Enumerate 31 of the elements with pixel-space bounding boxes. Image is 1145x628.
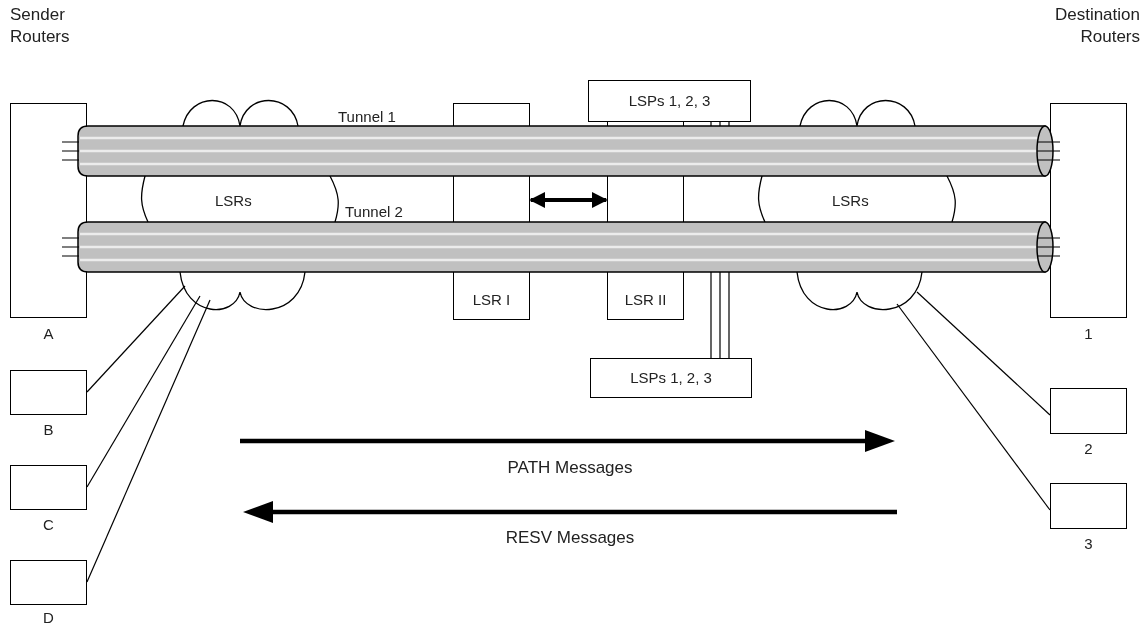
router-label: 1 xyxy=(1083,325,1094,342)
message-label: PATH Messages xyxy=(506,457,634,479)
router-label: 3 xyxy=(1083,535,1094,552)
message-label: RESV Messages xyxy=(504,527,636,549)
connector-line xyxy=(86,285,186,393)
connector-line xyxy=(86,299,211,583)
connector-line xyxy=(86,295,201,488)
cloud-label: LSRs xyxy=(215,192,252,209)
router-label: 2 xyxy=(1083,440,1094,457)
router-label: D xyxy=(42,609,55,626)
router-label: B xyxy=(42,421,55,438)
connector-line xyxy=(710,271,730,359)
connector-line xyxy=(61,141,80,161)
tunnel-label: Tunnel 2 xyxy=(345,203,403,220)
arrow xyxy=(529,192,608,208)
router-label: C xyxy=(42,516,55,533)
lsp-label: LSPs 1, 2, 3 xyxy=(629,369,713,386)
lsr-label: LSR I xyxy=(471,291,512,308)
column-heading: Sender Routers xyxy=(10,4,71,48)
cloud-label: LSRs xyxy=(832,192,869,209)
connector-line xyxy=(1036,141,1061,161)
connector-line xyxy=(1036,237,1061,257)
router-label: A xyxy=(42,325,55,342)
column-heading: Destination Routers xyxy=(1053,4,1140,48)
connector-line xyxy=(896,303,1051,511)
connector-line xyxy=(710,121,730,127)
lsr-label: LSR II xyxy=(623,291,668,308)
tunnel-label: Tunnel 1 xyxy=(338,108,396,125)
connector-line xyxy=(916,291,1051,416)
lsp-label: LSPs 1, 2, 3 xyxy=(627,92,712,109)
connector-line xyxy=(61,237,80,257)
